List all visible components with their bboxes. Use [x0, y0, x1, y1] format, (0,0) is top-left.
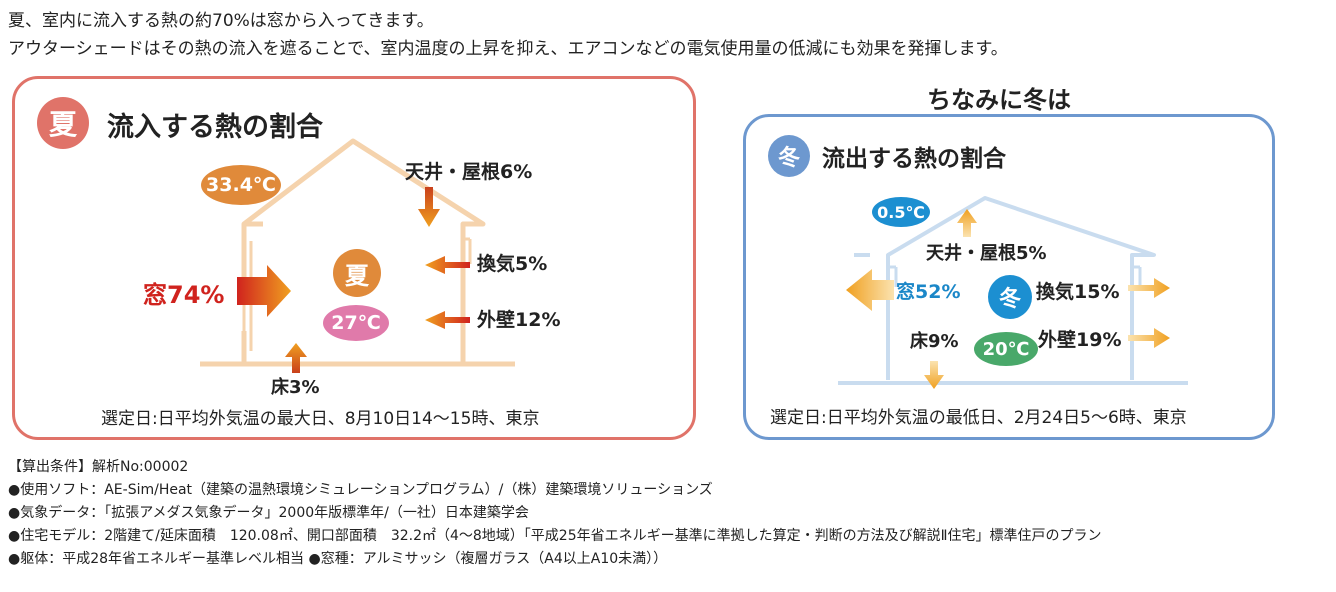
summer-arrows	[237, 187, 470, 373]
winter-center-badge: 冬	[988, 275, 1032, 319]
winter-label-wall: 外壁19%	[1038, 329, 1122, 351]
winter-label-roof: 天井・屋根5%	[926, 243, 1047, 264]
winter-panel: 冬 流出する熱の割合	[743, 114, 1275, 440]
summer-window-arrow	[237, 265, 291, 317]
summer-title: 流入する熱の割合	[107, 112, 323, 143]
intro-line-2: アウターシェードはその熱の流入を遮ることで、室内温度の上昇を抑え、エアコンなどの…	[8, 39, 1008, 59]
winter-arrows	[846, 209, 1170, 389]
winter-inside-temp: 20℃	[974, 332, 1038, 366]
summer-label-roof: 天井・屋根6%	[405, 161, 533, 183]
summer-label-wall: 外壁12%	[477, 309, 561, 331]
winter-title: 流出する熱の割合	[822, 146, 1006, 172]
summer-label-floor: 床3%	[271, 377, 320, 398]
summer-badge: 夏	[37, 97, 89, 149]
summer-caption: 選定日:日平均外気温の最大日、8月10日14～15時、東京	[101, 409, 540, 429]
summer-house-outline	[200, 138, 515, 367]
summer-center-badge: 夏	[333, 249, 381, 297]
footnote-conditions: 【算出条件】解析No:00002	[8, 459, 189, 475]
summer-panel: 夏 流入する熱の割合	[12, 76, 696, 440]
summer-vent-arrow	[425, 256, 470, 274]
summer-roof-arrow	[418, 187, 440, 227]
footnote-structure: ●躯体：平成28年省エネルギー基準レベル相当 ●窓種：アルミサッシ（複層ガラス（…	[8, 551, 668, 567]
summer-floor-arrow	[285, 343, 307, 373]
summer-wall-arrow	[425, 311, 470, 329]
winter-window-arrow	[846, 269, 894, 311]
summer-outside-temp: 33.4℃	[201, 165, 281, 205]
winter-floor-arrow	[924, 361, 944, 389]
winter-vent-arrow	[1128, 278, 1170, 298]
summer-label-window: 窓74%	[143, 281, 225, 309]
winter-house-outline	[838, 196, 1188, 385]
summer-label-vent: 換気5%	[477, 253, 548, 275]
winter-label-window: 窓52%	[896, 281, 961, 303]
intro-line-1: 夏、室内に流入する熱の約70%は窓から入ってきます。	[8, 11, 434, 31]
footnote-weather: ●気象データ：「拡張アメダス気象データ」2000年版標準年/（一社）日本建築学会	[8, 505, 529, 521]
winter-label-floor: 床9%	[910, 331, 959, 352]
summer-inside-temp: 27℃	[323, 305, 389, 341]
winter-label-vent: 換気15%	[1036, 281, 1120, 303]
footnote-house-model: ●住宅モデル：2階建て/延床面積 120.08㎡、開口部面積 32.2㎡（4～8…	[8, 528, 1102, 544]
winter-heading: ちなみに冬は	[927, 86, 1071, 114]
winter-caption: 選定日:日平均外気温の最低日、2月24日5～6時、東京	[770, 408, 1187, 428]
winter-roof-arrow	[957, 209, 977, 237]
winter-wall-arrow	[1128, 328, 1170, 348]
footnote-software: ●使用ソフト：AE-Sim/Heat（建築の温熱環境シミュレーションプログラム）…	[8, 482, 713, 498]
winter-outside-temp: 0.5℃	[872, 197, 930, 227]
winter-badge: 冬	[768, 135, 810, 177]
